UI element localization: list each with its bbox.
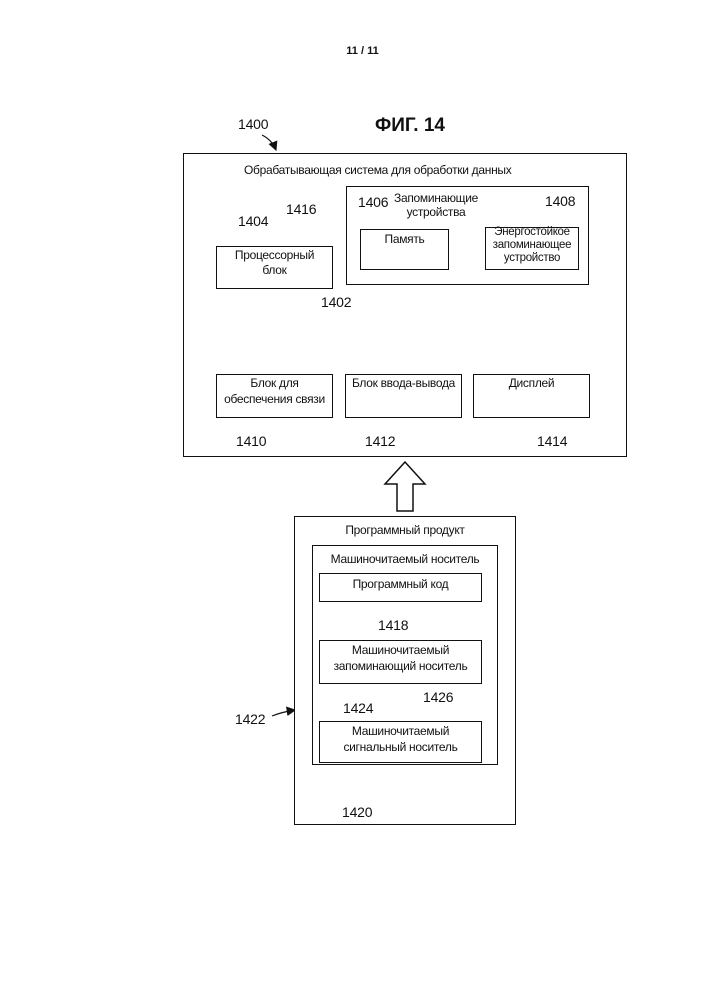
ref-1410: 1410 [236,433,266,449]
leader-1400 [262,135,276,150]
memory-label: Память [360,232,449,246]
ref-1418: 1418 [378,617,408,633]
ref-1408: 1408 [545,193,575,209]
persistent-storage-label-line1: Энергостойкое [481,226,583,239]
signal-media-label-line1: Машиночитаемый [319,723,482,739]
ref-1422: 1422 [235,711,265,727]
storage-devices-label-line1: Запоминающие [376,191,496,205]
ref-1424: 1424 [343,700,373,716]
communications-unit-label-line1: Блок для [216,375,333,391]
ref-1412: 1412 [365,433,395,449]
ref-1416: 1416 [286,201,316,217]
communications-unit-label-line2: обеспечения связи [216,391,333,407]
ref-1414: 1414 [537,433,567,449]
display-label: Дисплей [473,376,590,390]
signal-media-label-line2: сигнальный носитель [319,739,482,755]
signal-media-label: Машиночитаемый сигнальный носитель [319,723,482,755]
ref-1426: 1426 [423,689,453,705]
program-code-label: Программный код [319,577,482,591]
storage-devices-label: Запоминающие устройства [376,191,496,219]
processor-unit-label-line1: Процессорный [216,248,333,263]
storage-devices-label-line2: устройства [376,205,496,219]
ref-1420: 1420 [342,804,372,820]
data-processing-system-label: Обрабатывающая система для обработки дан… [244,163,511,177]
processor-unit-label: Процессорный блок [216,248,333,278]
io-unit-label: Блок ввода-вывода [345,376,462,390]
ref-1404: 1404 [238,213,268,229]
ref-1406: 1406 [358,194,388,210]
arrow-product-to-system [385,462,425,511]
storage-media-label-line2: запоминающий носитель [319,658,482,674]
persistent-storage-label-line3: устройство [481,252,583,265]
communications-unit-label: Блок для обеспечения связи [216,375,333,407]
computer-readable-media-label: Машиночитаемый носитель [312,552,498,566]
persistent-storage-label: Энергостойкое запоминающее устройство [481,226,583,265]
storage-media-label: Машиночитаемый запоминающий носитель [319,642,482,674]
processor-unit-label-line2: блок [216,263,333,278]
leader-1422 [272,710,295,716]
storage-media-label-line1: Машиночитаемый [319,642,482,658]
persistent-storage-label-line2: запоминающее [481,239,583,252]
ref-1400: 1400 [238,116,268,132]
program-product-label: Программный продукт [294,523,516,537]
ref-1402: 1402 [321,294,351,310]
